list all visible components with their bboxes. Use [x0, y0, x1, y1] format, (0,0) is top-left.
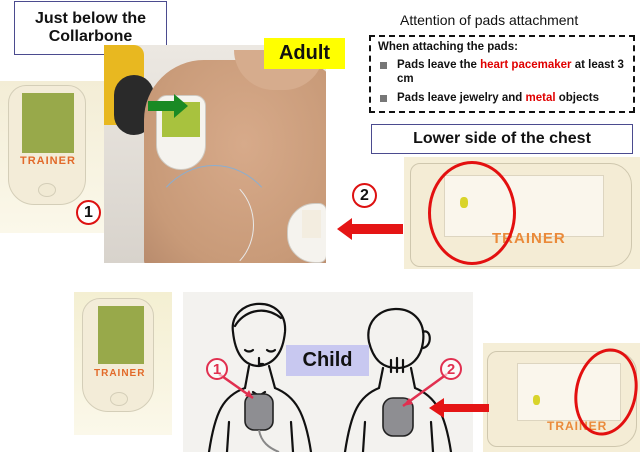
pad-brand: TRAINER: [20, 155, 76, 167]
marker-1-icon: 1: [76, 200, 101, 225]
adult-manikin-photo: [104, 45, 326, 263]
attention-title: Attention of pads attachment: [400, 12, 579, 28]
child-marker-2-icon: 2: [440, 358, 462, 380]
pad-connector: [38, 183, 56, 197]
pad-brand: TRAINER: [94, 368, 146, 379]
child-marker-1-icon: 1: [206, 358, 228, 380]
arrow-left-icon: [337, 218, 403, 240]
attention-bullet: Pads leave the heart pacemaker at least …: [378, 59, 626, 87]
pad-artwork: [98, 306, 144, 364]
aed-device: [104, 45, 154, 135]
highlight-circle-icon: [428, 161, 516, 265]
child-tag: Child: [286, 345, 369, 376]
attention-bullet: Pads leave jewelry and metal objects: [378, 92, 626, 106]
pad-photo-adult-2: TRAINER: [404, 157, 640, 269]
pad-photo-child-2: TRAINER: [483, 342, 640, 452]
lower-chest-label: Lower side of the chest: [371, 124, 633, 154]
pad-on-lower-chest: [287, 203, 326, 263]
attention-box: When attaching the pads: Pads leave the …: [369, 35, 635, 113]
attention-heading: When attaching the pads:: [378, 41, 518, 53]
collarbone-label: Just below the Collarbone: [14, 1, 167, 55]
marker-2-icon: 2: [352, 183, 377, 208]
pad-connector: [110, 392, 128, 406]
arrow-right-icon: [148, 94, 188, 118]
adult-tag: Adult: [264, 38, 345, 69]
pad-photo-child-1: TRAINER: [74, 292, 172, 435]
pad-artwork: [517, 363, 621, 421]
pad-photo-adult-1: TRAINER: [0, 81, 104, 233]
arrow-left-icon: [429, 398, 489, 418]
pad-brand: TRAINER: [547, 419, 608, 433]
pad-artwork: [22, 93, 74, 153]
bullet-square-icon: [380, 62, 387, 69]
bullet-square-icon: [380, 94, 387, 102]
